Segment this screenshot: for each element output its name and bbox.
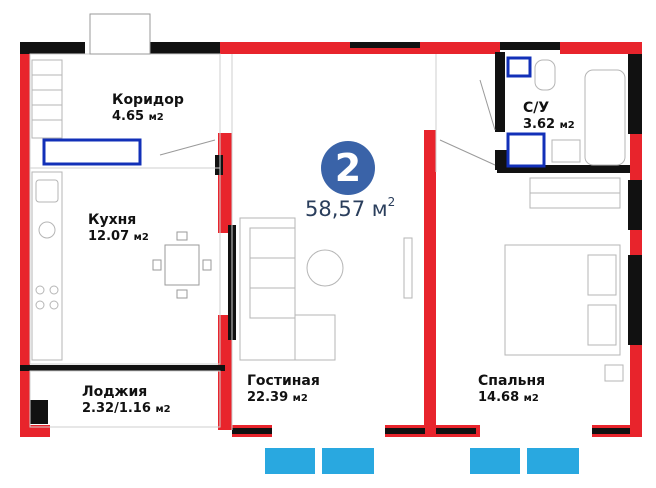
- room-name: Кухня: [88, 212, 137, 228]
- room-label-living: Гостиная 22.39 м2: [247, 373, 320, 405]
- total-area: 58,57 м2: [305, 195, 396, 221]
- room-label-loggia: Лоджия 2.32/1.16 м2: [82, 384, 171, 416]
- kitchen-counter: [31, 59, 63, 361]
- room-area: 2.32/1.16 м2: [82, 400, 171, 416]
- storage-outlines: [42, 56, 546, 168]
- bed: [504, 177, 624, 382]
- total-area-sup: 2: [387, 195, 396, 209]
- room-label-kitchen: Кухня 12.07 м2: [88, 212, 149, 244]
- room-area: 3.62 м2: [523, 116, 575, 132]
- room-area: 12.07 м2: [88, 228, 149, 244]
- room-name: Коридор: [112, 92, 184, 108]
- room-label-bedroom: Спальня 14.68 м2: [478, 373, 545, 405]
- room-area: 4.65 м2: [112, 108, 164, 124]
- room-area: 22.39 м2: [247, 389, 308, 405]
- total-area-value: 58,57 м: [305, 197, 388, 221]
- window-marker: [265, 448, 579, 474]
- bathroom-fixtures: [534, 59, 626, 166]
- dining-table: [152, 231, 212, 299]
- door-swing: [89, 13, 496, 166]
- room-area: 14.68 м2: [478, 389, 539, 405]
- apartment-badge: 2: [321, 141, 375, 195]
- room-name: Гостиная: [247, 373, 320, 389]
- room-name: Спальня: [478, 373, 546, 389]
- room-name: Лоджия: [82, 384, 148, 400]
- sofa: [239, 217, 413, 361]
- room-label-bathroom: С/У 3.62 м2: [523, 100, 575, 132]
- room-name: С/У: [523, 100, 550, 116]
- room-label-corridor: Коридор 4.65 м2: [112, 92, 184, 124]
